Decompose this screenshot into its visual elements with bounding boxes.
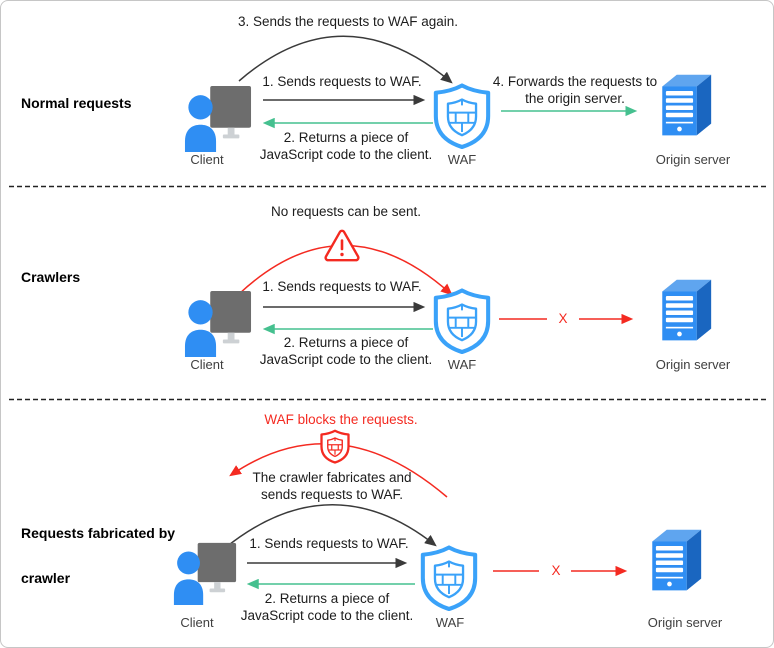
origin-server-icon-s1: [655, 72, 713, 139]
client-label-s2: Client: [190, 357, 224, 372]
origin-server-label-s2: Origin server: [655, 357, 731, 372]
waf-shield-icon-s3: [418, 544, 480, 612]
step2-note-s1: 2. Returns a piece of JavaScript code to…: [259, 130, 433, 162]
origin-server-icon-s2: [655, 277, 713, 344]
step2-note-s3: 2. Returns a piece of JavaScript code to…: [240, 591, 414, 623]
waf-label-s3: WAF: [435, 615, 465, 630]
section-label-fabricated-requests: Requests fabricated by crawler: [21, 525, 176, 586]
client-icon-s1: [183, 84, 253, 152]
client-icon-s3: [172, 541, 238, 605]
section-label-normal-requests: Normal requests: [21, 95, 132, 111]
origin-server-icon-s3: [645, 527, 703, 594]
step1-note-s1: 1. Sends requests to WAF.: [262, 74, 422, 89]
waf-blocks-note-s3: WAF blocks the requests.: [264, 412, 418, 427]
step1-note-s2: 1. Sends requests to WAF.: [262, 279, 422, 294]
red-waf-shield-icon-s3: [319, 429, 351, 464]
waf-label-s1: WAF: [447, 152, 477, 167]
fabricate-note-s3: The crawler fabricates and sends request…: [252, 470, 412, 502]
waf-label-s2: WAF: [447, 357, 477, 372]
resend-note-s1: 3. Sends the requests to WAF again.: [237, 14, 459, 29]
origin-server-label-s3: Origin server: [647, 615, 723, 630]
origin-server-label-s1: Origin server: [655, 152, 731, 167]
client-label-s1: Client: [190, 152, 224, 167]
waf-shield-icon-s1: [431, 82, 493, 150]
waf-shield-icon-s2: [431, 287, 493, 355]
no-requests-note-s2: No requests can be sent.: [270, 204, 422, 219]
client-icon-s2: [183, 289, 253, 357]
forward-note-s1: 4. Forwards the requests to the origin s…: [492, 74, 658, 106]
resend-arc-arrow-s1: [238, 35, 453, 84]
step2-note-s2: 2. Returns a piece of JavaScript code to…: [259, 335, 433, 367]
client-label-s3: Client: [180, 615, 214, 630]
section-label-crawlers: Crawlers: [21, 269, 81, 285]
fabricate-arc-arrow-s3: [224, 504, 437, 549]
blocked-x-s2: X: [558, 311, 568, 326]
step1-note-s3: 1. Sends requests to WAF.: [249, 536, 409, 551]
warning-triangle-icon-s2: [323, 228, 361, 262]
blocked-x-s3: X: [551, 563, 561, 578]
